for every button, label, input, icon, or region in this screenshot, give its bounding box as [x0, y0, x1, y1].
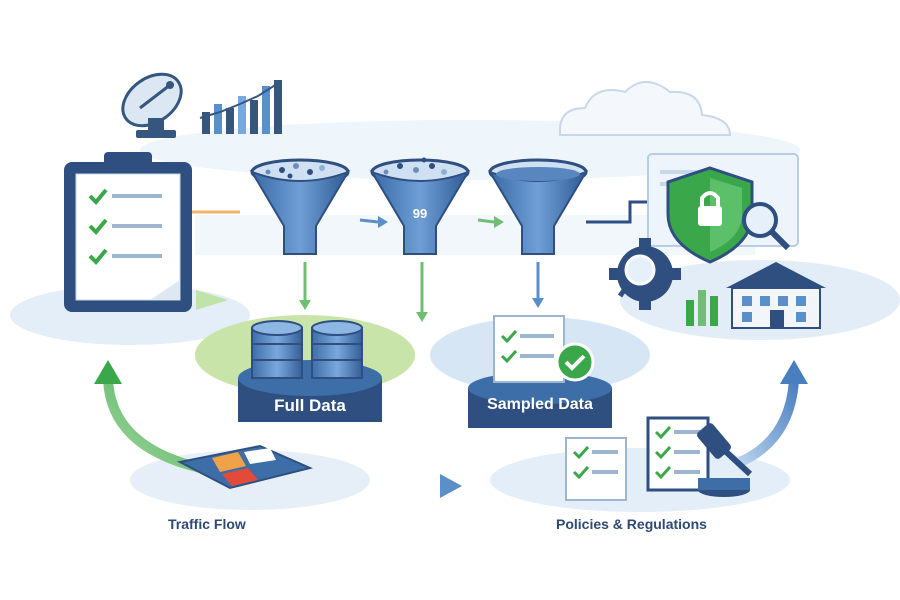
clipboard-flow-arrow — [196, 290, 228, 310]
full-data-label: Full Data — [274, 396, 346, 415]
funnel-icon — [249, 158, 351, 255]
shield-lock-icon — [666, 166, 754, 264]
magnifier-icon — [742, 202, 791, 251]
funnel-mark: 99 — [413, 206, 427, 221]
policies-caption: Policies & Regulations — [556, 516, 707, 532]
sampled-data-label: Sampled Data — [487, 396, 593, 413]
funnel-icon — [487, 158, 589, 255]
down-arrows — [299, 262, 544, 322]
satellite-dish-icon — [121, 72, 183, 138]
gavel-icon — [697, 423, 753, 497]
document-check-icon — [468, 315, 612, 428]
database-icon — [238, 320, 382, 422]
funnel-icon: 99 — [369, 157, 471, 255]
traffic-flow-caption: Traffic Flow — [168, 516, 246, 532]
gear-icon — [609, 238, 681, 310]
clipboard-checklist-icon — [64, 152, 192, 312]
building-icon — [726, 262, 826, 329]
bar-chart-icon — [686, 290, 718, 326]
cycle-arrows — [94, 360, 808, 498]
cloud-icon — [559, 81, 732, 136]
map-icon — [177, 444, 314, 490]
bar-chart-icon — [199, 80, 282, 134]
